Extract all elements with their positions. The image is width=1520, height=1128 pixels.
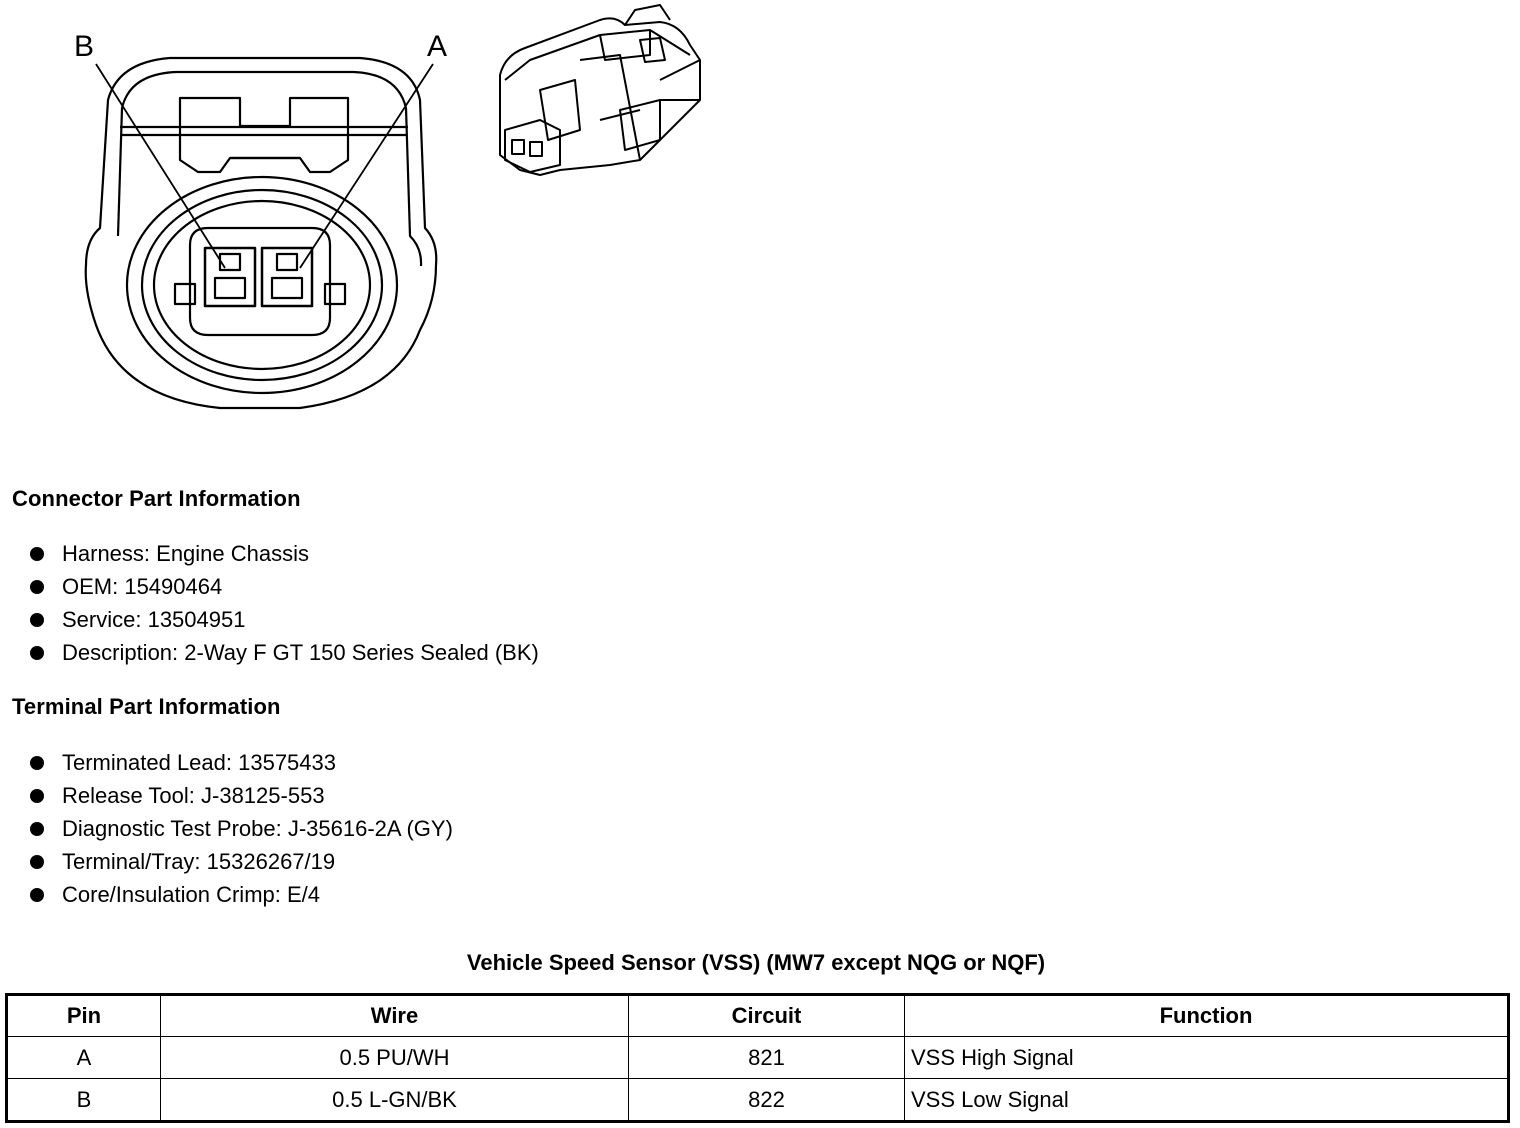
column-header-circuit: Circuit xyxy=(628,994,905,1037)
cavity-housing xyxy=(188,226,332,337)
bullet-icon xyxy=(30,855,44,869)
list-item: Service: 13504951 xyxy=(28,603,539,636)
list-item: Core/Insulation Crimp: E/4 xyxy=(28,878,453,911)
bullet-icon xyxy=(30,756,44,770)
pin-b-label: B xyxy=(74,30,94,63)
bullet-icon xyxy=(30,888,44,902)
cell-function: VSS High Signal xyxy=(904,1036,1509,1079)
list-item: OEM: 15490464 xyxy=(28,570,539,603)
column-header-function: Function xyxy=(904,994,1509,1037)
table-title: Vehicle Speed Sensor (VSS) (MW7 except N… xyxy=(466,950,1046,975)
latch xyxy=(178,96,350,174)
bullet-icon xyxy=(30,646,44,660)
pinout-table: Pin Wire Circuit Function A 0.5 PU/WH 82… xyxy=(5,993,1510,1123)
cell-pin: B xyxy=(6,1078,161,1122)
list-item: Terminal/Tray: 15326267/19 xyxy=(28,845,453,878)
bullet-icon xyxy=(30,822,44,836)
list-item: Harness: Engine Chassis xyxy=(28,537,539,570)
terminal-info-list: Terminated Lead: 13575433 Release Tool: … xyxy=(28,746,453,911)
bullet-icon xyxy=(30,580,44,594)
housing-outline xyxy=(84,56,438,410)
connector-info-list: Harness: Engine Chassis OEM: 15490464 Se… xyxy=(28,537,539,669)
bullet-icon xyxy=(30,613,44,627)
connector-heading: Connector Part Information xyxy=(12,486,301,511)
list-item: Release Tool: J-38125-553 xyxy=(28,779,453,812)
bullet-icon xyxy=(30,789,44,803)
cell-pin: A xyxy=(6,1036,161,1079)
table-row: A 0.5 PU/WH 821 VSS High Signal xyxy=(6,1036,1509,1079)
pin-a-cavity xyxy=(260,246,314,308)
connector-side-view xyxy=(499,4,701,176)
cell-function: VSS Low Signal xyxy=(904,1078,1509,1122)
table-header-row: Pin Wire Circuit Function xyxy=(6,994,1509,1037)
pin-b-cavity xyxy=(203,246,257,308)
bullet-icon xyxy=(30,547,44,561)
cell-circuit: 822 xyxy=(628,1078,905,1122)
cell-circuit: 821 xyxy=(628,1036,905,1079)
column-header-wire: Wire xyxy=(160,994,629,1037)
cell-wire: 0.5 PU/WH xyxy=(160,1036,629,1079)
terminal-heading: Terminal Part Information xyxy=(12,694,281,719)
connector-illustration: B A xyxy=(0,0,760,430)
table-row: B 0.5 L-GN/BK 822 VSS Low Signal xyxy=(6,1078,1509,1122)
list-item: Diagnostic Test Probe: J-35616-2A (GY) xyxy=(28,812,453,845)
cell-wire: 0.5 L-GN/BK xyxy=(160,1078,629,1122)
list-item: Description: 2-Way F GT 150 Series Seale… xyxy=(28,636,539,669)
list-item: Terminated Lead: 13575433 xyxy=(28,746,453,779)
connector-drawing: B A xyxy=(74,4,701,410)
pin-a-label: A xyxy=(427,30,447,63)
column-header-pin: Pin xyxy=(6,994,161,1037)
